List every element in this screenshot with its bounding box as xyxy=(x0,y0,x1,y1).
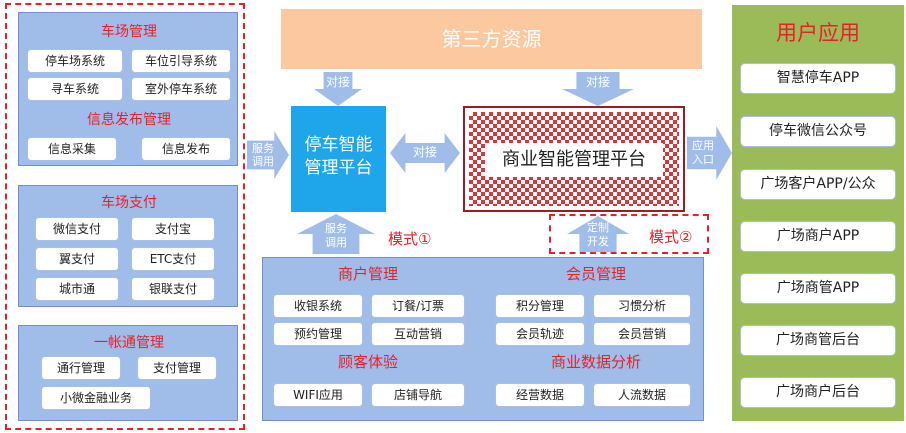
user-app-item: 广场商管APP xyxy=(740,273,896,304)
payment-tag: 微信支付 xyxy=(35,217,119,241)
account-tag: 小微金融业务 xyxy=(41,386,151,410)
user-app-item: 广场商户后台 xyxy=(740,377,896,408)
parking-platform-line2: 管理平台 xyxy=(304,158,373,178)
account-tag: 支付管理 xyxy=(137,356,217,380)
merchant-tag: 订餐/订票 xyxy=(371,294,465,318)
business-platform-label: 商业智能管理平台 xyxy=(485,143,663,177)
payment-tag: ETC支付 xyxy=(131,247,215,271)
member-tag: 习惯分析 xyxy=(593,294,691,318)
analytics-tag: 经营数据 xyxy=(495,383,585,407)
payment-tag: 银联支付 xyxy=(131,277,215,301)
customer-experience-title: 顾客体验 xyxy=(337,353,398,371)
service-call-bottom-label-line1: 服务 xyxy=(325,222,347,235)
module-tag: 信息发布 xyxy=(141,137,231,161)
dock-double-arrow-label: 对接 xyxy=(412,145,437,159)
info-release-title: 信息发布管理 xyxy=(87,112,171,128)
member-tag: 会员营销 xyxy=(593,322,691,346)
module-tag: 停车场系统 xyxy=(27,49,123,73)
payment-tag: 城市通 xyxy=(35,277,119,301)
app-entry-label-line2: 入口 xyxy=(692,153,714,166)
account-tag: 通行管理 xyxy=(41,356,121,380)
business-analytics-title: 商业数据分析 xyxy=(550,353,641,371)
user-app-item: 广场商户APP xyxy=(740,221,896,252)
service-call-left-label-line2: 调用 xyxy=(252,155,274,168)
parking-smart-platform: 停车智能 管理平台 xyxy=(291,106,386,212)
experience-tag: WIFI应用 xyxy=(273,383,363,407)
mode-2-label: 模式② xyxy=(649,228,693,246)
parking-management-title: 车场管理 xyxy=(101,24,157,40)
parking-payment-title: 车场支付 xyxy=(101,195,157,211)
module-tag: 信息采集 xyxy=(27,137,117,161)
user-app-item: 广场商管后台 xyxy=(740,325,896,356)
dock-arrow-right-label: 对接 xyxy=(585,75,610,89)
experience-tag: 店铺导航 xyxy=(371,383,465,407)
payment-tag: 支付宝 xyxy=(131,217,215,241)
third-party-resources-banner: 第三方资源 xyxy=(281,9,702,69)
business-smart-platform: 商业智能管理平台 xyxy=(463,106,685,212)
member-tag: 会员轨迹 xyxy=(495,322,585,346)
parking-payment-group: 车场支付 微信支付 支付宝 翼支付 ETC支付 城市通 银联支付 xyxy=(18,185,238,307)
analytics-tag: 人流数据 xyxy=(593,383,691,407)
custom-dev-label-line2: 开发 xyxy=(587,235,609,248)
user-applications-column: 用户应用 智慧停车APP 停车微信公众号 广场客户APP/公众 广场商户APP … xyxy=(732,5,904,421)
user-applications-title: 用户应用 xyxy=(776,21,860,45)
merchant-tag: 收银系统 xyxy=(273,294,363,318)
dock-arrow-left-label: 对接 xyxy=(325,75,350,89)
merchant-tag: 互动营销 xyxy=(371,322,465,346)
parking-management-group: 车场管理 停车场系统 车位引导系统 寻车系统 室外停车系统 信息发布管理 信息采… xyxy=(18,12,238,166)
app-entry-label-line1: 应用 xyxy=(692,139,714,152)
custom-dev-frame xyxy=(549,214,709,254)
module-tag: 车位引导系统 xyxy=(131,49,231,73)
payment-tag: 翼支付 xyxy=(35,247,119,271)
module-tag: 寻车系统 xyxy=(27,77,123,101)
member-tag: 积分管理 xyxy=(495,294,585,318)
user-app-item: 智慧停车APP xyxy=(740,63,896,94)
user-app-item: 停车微信公众号 xyxy=(740,116,896,147)
merchant-management-title: 商户管理 xyxy=(337,265,398,283)
mode-1-label: 模式① xyxy=(388,230,432,248)
business-modules-panel: 商户管理 收银系统 订餐/订票 预约管理 互动营销 会员管理 积分管理 习惯分析… xyxy=(262,257,704,421)
merchant-tag: 预约管理 xyxy=(273,322,363,346)
account-management-group: 一帐通管理 通行管理 支付管理 小微金融业务 xyxy=(18,325,238,421)
account-management-title: 一帐通管理 xyxy=(94,335,164,351)
left-modules-frame xyxy=(5,3,245,430)
parking-platform-line1: 停车智能 xyxy=(304,135,373,155)
service-call-bottom-label-line2: 调用 xyxy=(325,236,347,249)
member-management-title: 会员管理 xyxy=(565,265,626,283)
user-app-item: 广场客户APP/公众 xyxy=(740,169,896,200)
custom-dev-label-line1: 定制 xyxy=(587,221,609,234)
module-tag: 室外停车系统 xyxy=(131,77,231,101)
service-call-left-label-line1: 服务 xyxy=(252,142,274,155)
